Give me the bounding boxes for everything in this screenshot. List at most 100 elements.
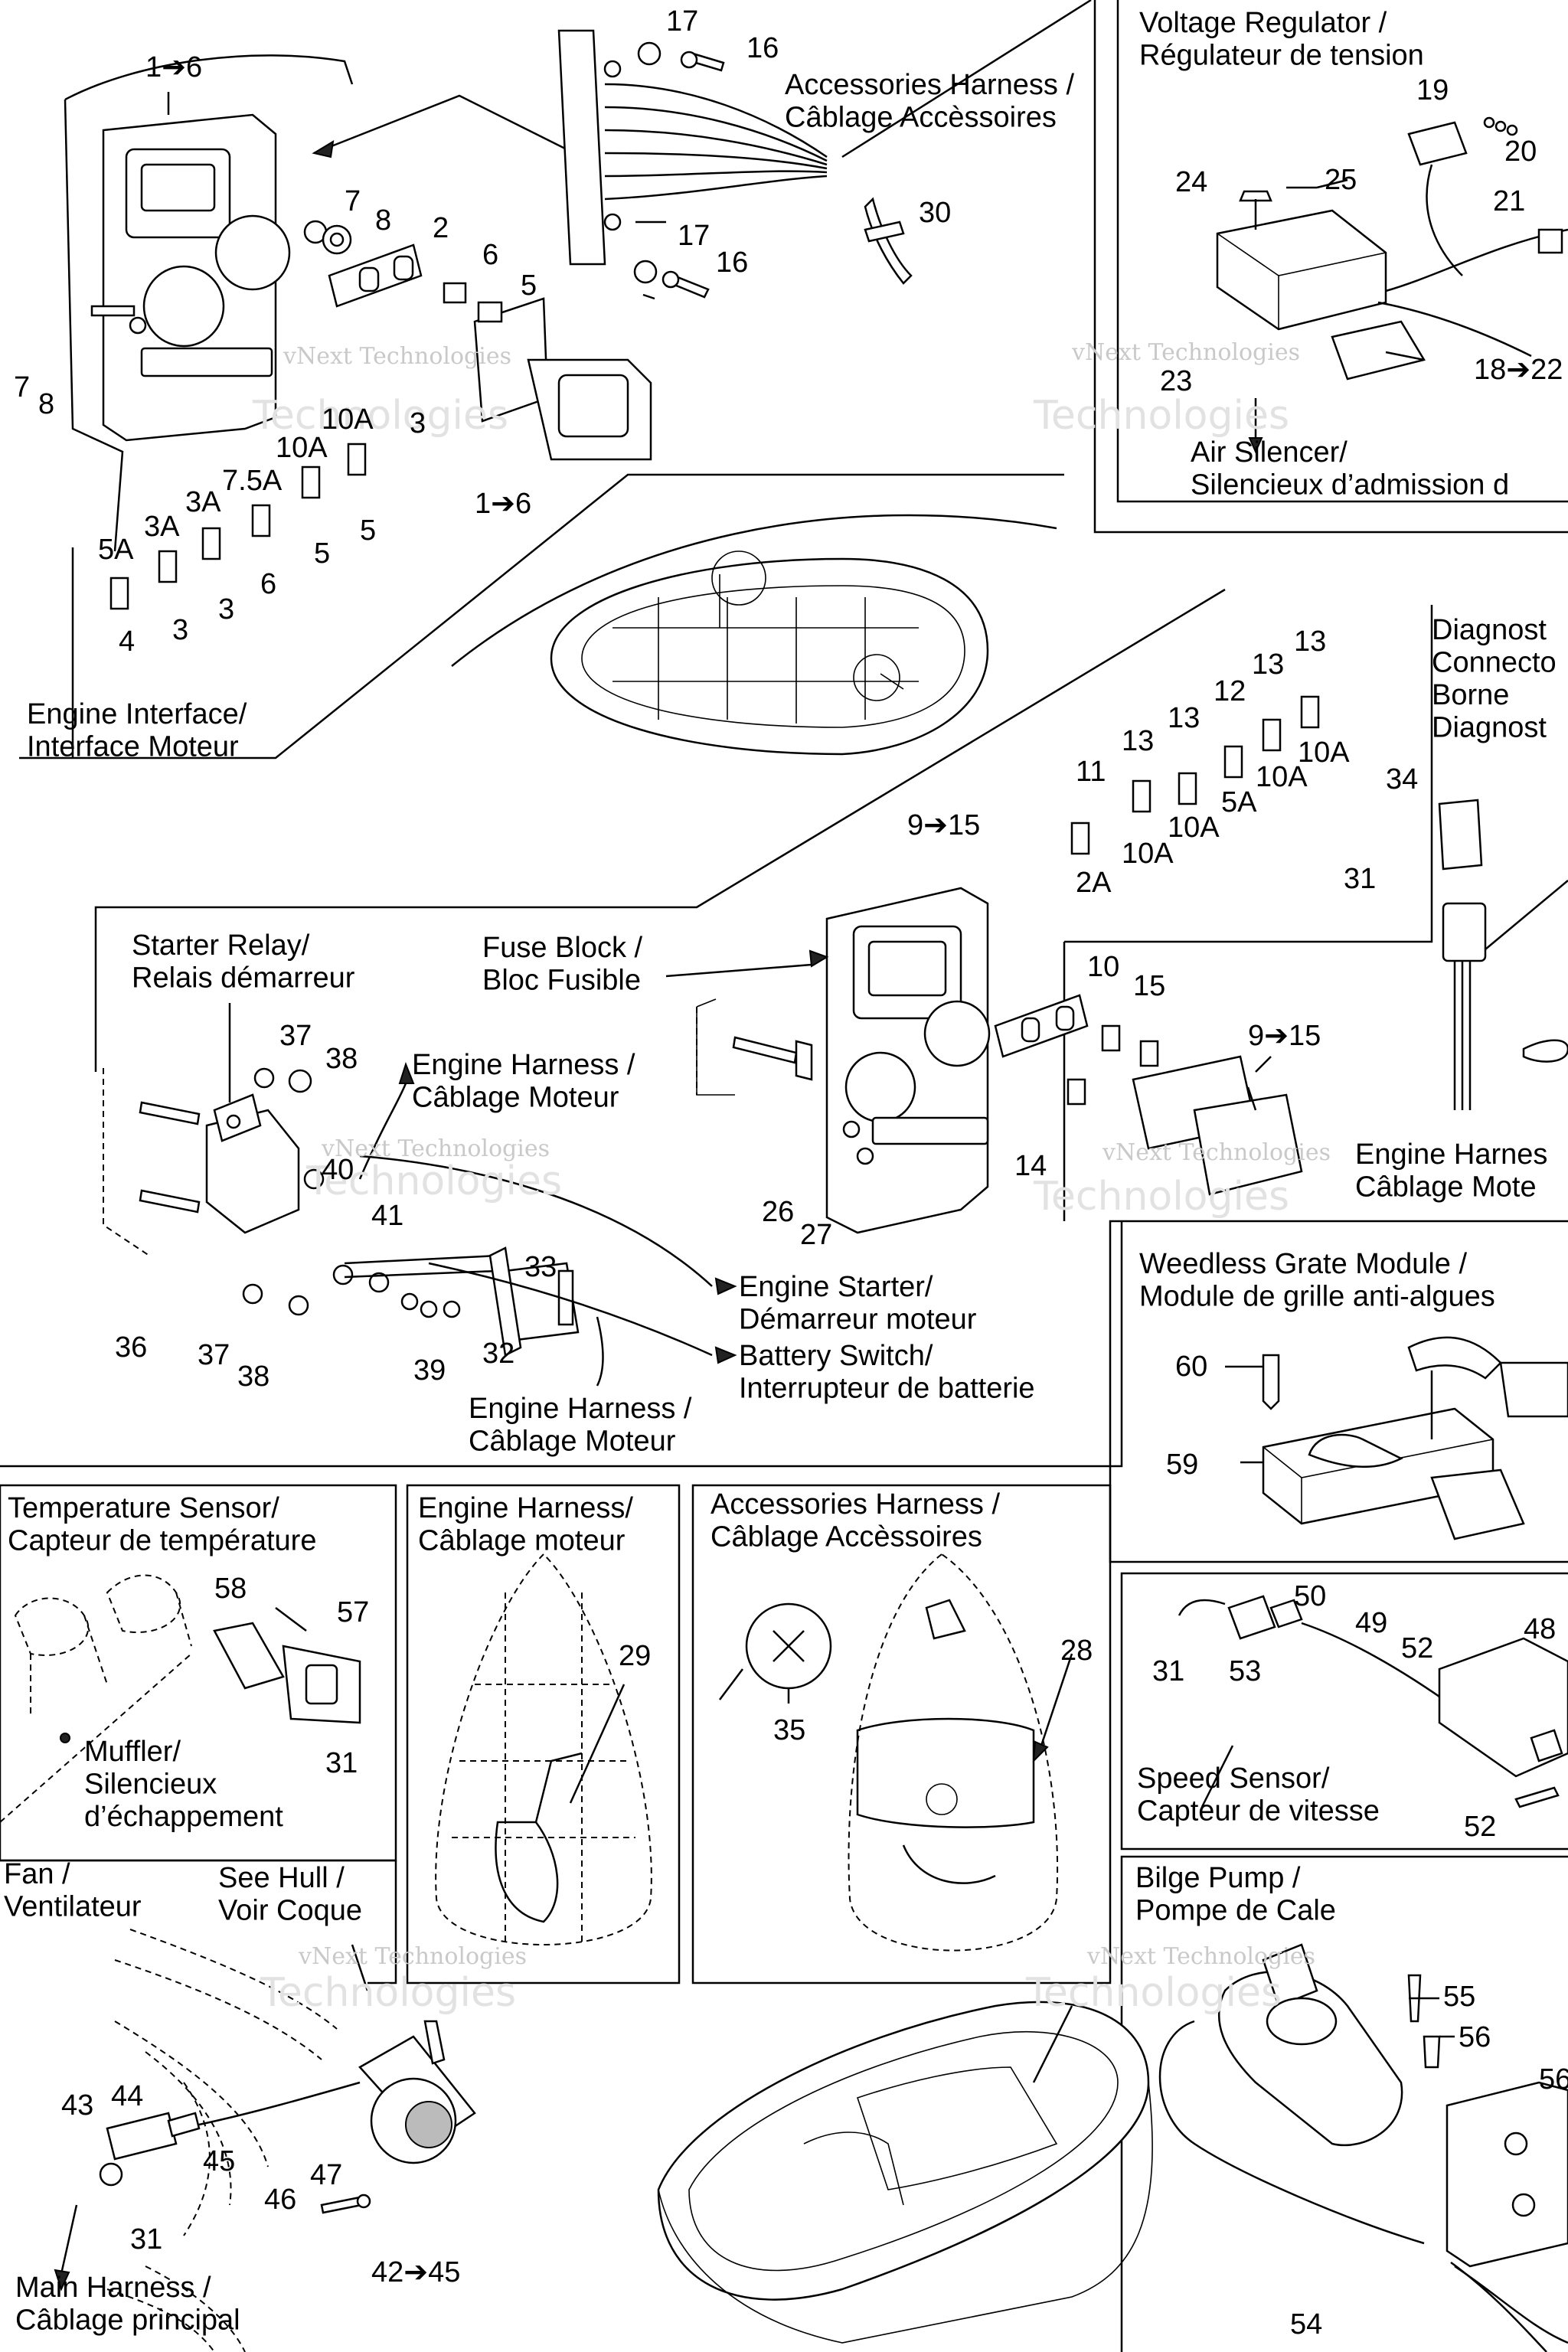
part-number: 5 — [314, 537, 330, 570]
part-number: 31 — [1152, 1655, 1184, 1687]
callout-engine-starter: Engine Starter/Démarreur moteur — [739, 1271, 977, 1336]
part-number: 54 — [1290, 2308, 1322, 2341]
watermark-text: Technologies — [1025, 1970, 1282, 2016]
title-weedless: Weedless Grate Module /Module de grille … — [1139, 1248, 1495, 1313]
section-titles: Voltage Regulator /Régulateur de tension… — [4, 7, 1557, 1927]
watermark-text: Technologies — [305, 1158, 562, 1204]
terminal-strip-group — [557, 29, 913, 299]
part-number: 2 — [433, 212, 449, 244]
fuse-rating: 10A — [1298, 737, 1350, 769]
fuse-rating: 10A — [1122, 838, 1174, 870]
part-number: 13 — [1294, 626, 1326, 658]
part-number: 58 — [214, 1573, 247, 1605]
leader-lines — [167, 92, 1425, 1808]
part-number: 56 — [1459, 2021, 1491, 2053]
part-number: 10 — [1087, 951, 1119, 983]
watermark-text: vNext Technologies — [1086, 1943, 1315, 1970]
part-number: 23 — [1160, 365, 1192, 397]
temperature-sensor-group — [0, 1574, 361, 1823]
part-number: 13 — [1252, 648, 1284, 681]
watermark-text: vNext Technologies — [321, 1135, 550, 1162]
title-speed-sensor: Speed Sensor/Capteur de vitesse — [1137, 1762, 1380, 1828]
title-accessories-harness: Accessories Harness /Câblage Accèssoires — [710, 1488, 1000, 1553]
part-number: 31 — [130, 2223, 162, 2256]
boat-perspective — [657, 2001, 1153, 2344]
part-number: 34 — [1386, 763, 1418, 795]
part-number: 12 — [1214, 675, 1246, 707]
diagnostic-connector-group — [1438, 799, 1568, 1110]
part-number: 45 — [203, 2145, 235, 2177]
fuse-block-group — [696, 695, 1320, 1234]
engine-harness-box-group — [435, 1553, 652, 1945]
part-number: 39 — [413, 1354, 446, 1387]
callout-battery-switch: Battery Switch/Interrupteur de batterie — [739, 1340, 1035, 1405]
part-number: 5 — [360, 514, 376, 547]
part-number: 31 — [325, 1747, 358, 1779]
callout-engine-harness: Engine Harness /Câblage Moteur — [412, 1049, 635, 1114]
part-number: 32 — [482, 1338, 514, 1370]
callout-engine-harness: Engine Harness /Câblage Moteur — [469, 1393, 692, 1458]
part-number: 38 — [325, 1043, 358, 1075]
boat-top-view — [550, 557, 989, 756]
watermark-group: vNext Technologies Technologies vNext Te… — [252, 339, 1331, 2016]
part-number: 18➔22 — [1474, 354, 1563, 386]
title-engine-harness: Engine Harness/Câblage moteur — [418, 1492, 633, 1557]
callout-accessories-harness: Accessories Harness /Câblage Accèssoires — [785, 69, 1074, 134]
title-fan: Fan /Ventilateur — [4, 1858, 142, 1923]
part-number: 16 — [716, 247, 748, 279]
part-number: 56 — [1539, 2063, 1568, 2096]
terminal-strip — [557, 29, 606, 266]
part-number: 11 — [1076, 756, 1106, 788]
watermark-text: Technologies — [260, 1970, 516, 2016]
part-number: 47 — [310, 2159, 342, 2191]
part-number: 46 — [264, 2184, 296, 2216]
voltage-regulator-group — [1216, 116, 1568, 454]
part-number: 52 — [1464, 1811, 1496, 1843]
title-voltage-regulator: Voltage Regulator /Régulateur de tension — [1139, 7, 1424, 72]
callouts: Accessories Harness /Câblage Accèssoires… — [15, 69, 1547, 2337]
fuse-rating: 5A — [1221, 786, 1257, 818]
part-number: 6 — [482, 239, 498, 271]
title-engine-interface: Engine Interface/Interface Moteur — [27, 698, 247, 763]
part-number: 19 — [1416, 74, 1449, 106]
part-number: 1➔6 — [145, 51, 202, 83]
part-number: 20 — [1504, 136, 1537, 168]
weedless-grate-group — [1225, 1336, 1568, 1540]
watermark-text: vNext Technologies — [1102, 1139, 1331, 1166]
part-number: 41 — [371, 1200, 403, 1232]
part-number: 3 — [218, 593, 234, 626]
fuse-rating: 10A — [322, 403, 374, 436]
engine-interface-fuses — [109, 443, 367, 610]
part-number: 24 — [1175, 166, 1207, 198]
part-number: 29 — [619, 1640, 651, 1672]
part-number: 3 — [410, 407, 426, 439]
part-number: 57 — [337, 1596, 369, 1628]
boat-outline-engine — [435, 1553, 652, 1945]
part-number: 40 — [322, 1154, 354, 1186]
part-number: 36 — [115, 1331, 147, 1364]
fuse-rating: 2A — [1076, 867, 1112, 899]
bilge-module — [1446, 2081, 1568, 2268]
part-number: 17 — [678, 220, 710, 252]
part-number: 6 — [260, 568, 276, 600]
engine-interface-group — [64, 54, 989, 756]
fuse-block-fuses — [1070, 695, 1320, 855]
speed-connector — [1227, 1595, 1276, 1640]
watermark-text: Technologies — [1033, 1174, 1289, 1220]
fuse-ratings: 10A 10A 7.5A 3A 3A 5A 2A 10A 10A 5A 10A … — [98, 403, 1350, 899]
part-number: 17 — [666, 5, 698, 38]
part-number: 48 — [1524, 1613, 1556, 1645]
part-number: 8 — [38, 388, 54, 420]
part-number: 50 — [1294, 1580, 1326, 1612]
part-number: 33 — [524, 1251, 557, 1283]
title-see-hull: See Hull /Voir Coque — [218, 1862, 362, 1927]
part-number: 1➔6 — [475, 488, 531, 520]
part-number: 13 — [1168, 702, 1200, 734]
title-starter-relay: Starter Relay/Relais démarreur — [132, 929, 355, 995]
part-number: 52 — [1401, 1632, 1433, 1664]
title-bilge-pump: Bilge Pump /Pompe de Cale — [1135, 1862, 1336, 1927]
starter-relay — [205, 1109, 300, 1234]
part-number: 35 — [773, 1714, 805, 1746]
